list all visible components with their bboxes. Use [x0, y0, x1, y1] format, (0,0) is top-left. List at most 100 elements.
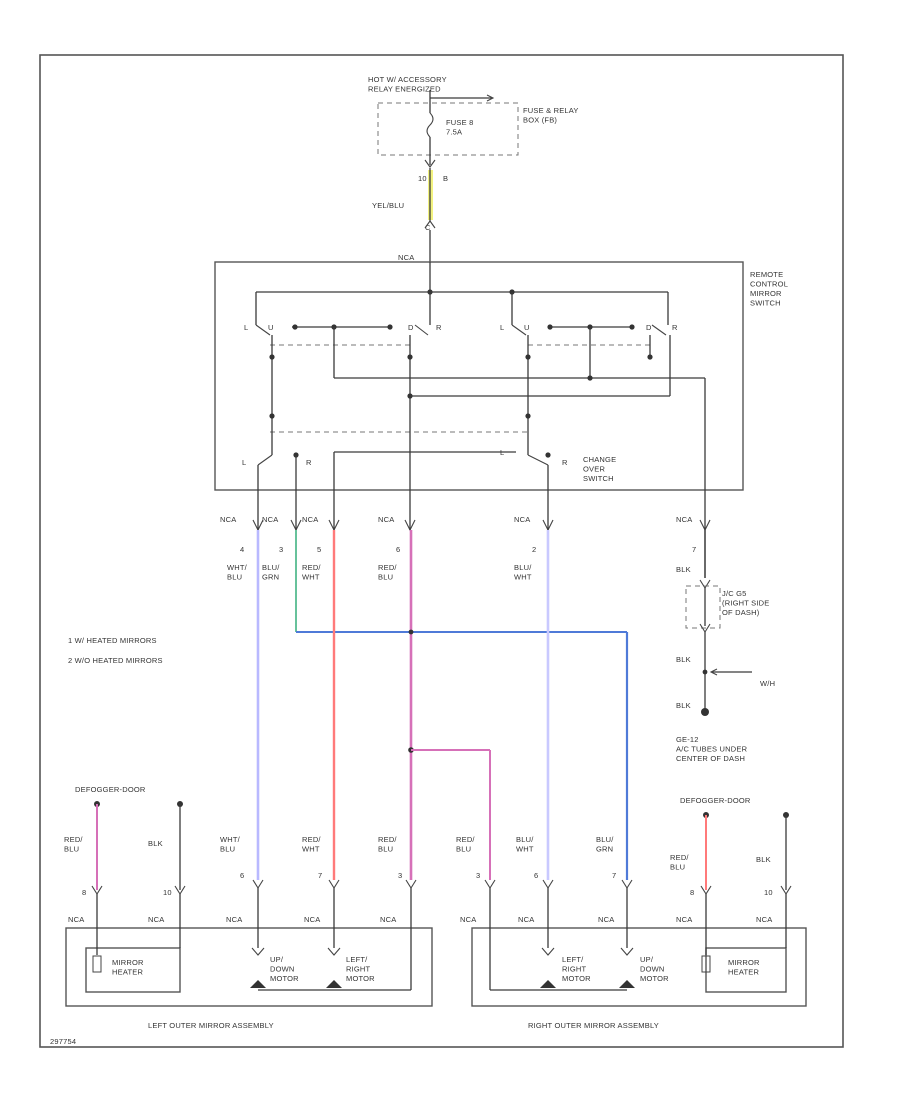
- switch-c-pin: C: [425, 223, 431, 232]
- fuse-icon: [426, 112, 434, 138]
- rm-wire-1: RED/BLU: [456, 835, 475, 854]
- rm-pin-2: 6: [534, 871, 538, 880]
- yel-blu-wire-label: YEL/BLU: [372, 201, 404, 210]
- jc-outline: [685, 585, 721, 629]
- h-wire-6: BLK: [676, 565, 691, 574]
- blk-label-2: BLK: [676, 655, 691, 664]
- rm-pin-3: 7: [612, 871, 616, 880]
- h-pin-5: 2: [532, 545, 536, 554]
- h-wire-1: WHT/BLU: [227, 563, 248, 582]
- h-nca-6: NCA: [676, 515, 692, 524]
- h-nca-5: NCA: [514, 515, 530, 524]
- lm-pin-4: 7: [318, 871, 322, 880]
- lm-nca-5: NCA: [380, 915, 396, 924]
- left-heater-element: [92, 955, 102, 973]
- rm-pin-4: 8: [690, 888, 694, 897]
- h-pin-2: 3: [279, 545, 283, 554]
- rm-nca-2: NCA: [518, 915, 534, 924]
- switch-top-nca: NCA: [398, 253, 414, 262]
- lm-wire-5: RED/BLU: [378, 835, 397, 854]
- lm-pin-5: 3: [398, 871, 402, 880]
- rm-wire-3: BLU/GRN: [596, 835, 614, 854]
- h-wire-2: BLU/GRN: [262, 563, 280, 582]
- sw-right-l: L: [500, 323, 504, 332]
- right-heater-element: [701, 955, 711, 973]
- sw-right-d: D: [646, 323, 652, 332]
- lm-wire-1: RED/BLU: [64, 835, 83, 854]
- co-l1: L: [242, 458, 246, 467]
- sw-left-r: R: [436, 323, 442, 332]
- rm-pin-1: 3: [476, 871, 480, 880]
- left-mirror-label: LEFT OUTER MIRROR ASSEMBLY: [148, 1021, 274, 1030]
- fuse-pin-left: 10: [418, 174, 427, 183]
- note-2: 2 W/O HEATED MIRRORS: [68, 656, 163, 665]
- rm-wire-4: RED/BLU: [670, 853, 689, 872]
- lm-nca-2: NCA: [148, 915, 164, 924]
- sw-left-u: U: [268, 323, 274, 332]
- h-pin-4: 6: [396, 545, 400, 554]
- h-nca-4: NCA: [378, 515, 394, 524]
- h-wire-4: RED/BLU: [378, 563, 397, 582]
- rm-nca-1: NCA: [460, 915, 476, 924]
- sw-left-l: L: [244, 323, 248, 332]
- h-nca-1: NCA: [220, 515, 236, 524]
- fuse-box-outline: [377, 102, 519, 156]
- fuse-pin-right: B: [443, 174, 448, 183]
- left-mirror-box: [65, 927, 433, 1007]
- rm-nca-3: NCA: [598, 915, 614, 924]
- rm-wire-2: BLU/WHT: [516, 835, 534, 854]
- h-wire-3: RED/WHT: [302, 563, 321, 582]
- lm-pin-2: 10: [163, 888, 172, 897]
- rm-nca-5: NCA: [756, 915, 772, 924]
- lm-wire-4: RED/WHT: [302, 835, 321, 854]
- lm-nca-1: NCA: [68, 915, 84, 924]
- wh-arrow-label: W/H: [760, 679, 775, 688]
- right-mirror-box: [471, 927, 807, 1007]
- h-nca-3: NCA: [302, 515, 318, 524]
- footer-code: 297754: [50, 1037, 76, 1046]
- left-defogger-label: DEFOGGER-DOOR: [75, 785, 146, 794]
- sw-left-d: D: [408, 323, 414, 332]
- co-r1: R: [306, 458, 312, 467]
- right-mirror-label: RIGHT OUTER MIRROR ASSEMBLY: [528, 1021, 659, 1030]
- left-selector-contacts: L U D R: [244, 323, 442, 336]
- rm-pin-5: 10: [764, 888, 773, 897]
- lm-wire-3: WHT/BLU: [220, 835, 241, 854]
- note-1: 1 W/ HEATED MIRRORS: [68, 636, 157, 645]
- lm-wire-2: BLK: [148, 839, 163, 848]
- outer-border: [39, 54, 844, 1048]
- h-nca-2: NCA: [262, 515, 278, 524]
- h-pin-3: 5: [317, 545, 321, 554]
- co-r2: R: [562, 458, 568, 467]
- rm-nca-4: NCA: [676, 915, 692, 924]
- lm-nca-3: NCA: [226, 915, 242, 924]
- sw-right-r: R: [672, 323, 678, 332]
- h-pin-6: 7: [692, 545, 696, 554]
- harness-connector: NCA NCA NCA NCA NCA NCA 4 3 5 6 2 7 WHT/…: [220, 515, 711, 582]
- sw-right-u: U: [524, 323, 530, 332]
- ground-point: [701, 708, 709, 716]
- right-outer-mirror-assembly: DEFOGGER-DOOR RED/BLU BLU/WHT BLU/GRN RE…: [456, 796, 807, 1030]
- lm-pin-3: 6: [240, 871, 244, 880]
- blk-label-3: BLK: [676, 701, 691, 710]
- remote-control-mirror-switch-box: [214, 261, 744, 491]
- lm-pin-1: 8: [82, 888, 86, 897]
- rm-wire-5: BLK: [756, 855, 771, 864]
- h-wire-5: BLU/WHT: [514, 563, 532, 582]
- lm-nca-4: NCA: [304, 915, 320, 924]
- right-selector-contacts: L U D R: [500, 323, 678, 336]
